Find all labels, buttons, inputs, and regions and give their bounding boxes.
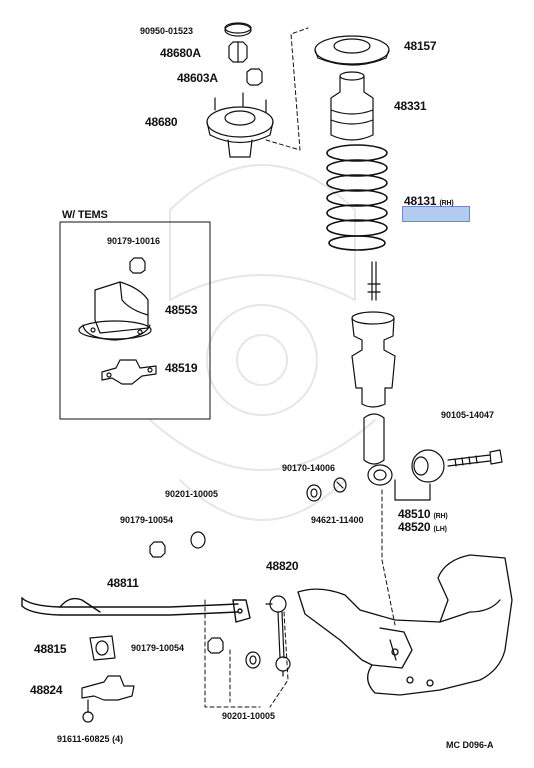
label-91611-60825-number: 91611-60825 [57,734,110,744]
nut-48603A [246,68,263,86]
watermark-logo [149,164,376,521]
bracket-48519 [101,359,157,385]
label-48131-number: 48131 [404,194,437,208]
lower-control-arm [297,554,513,696]
label-90950-01523[interactable]: 90950-01523 [140,26,194,36]
label-90201-10005-top[interactable]: 90201-10005 [165,489,219,499]
dashed-guide-lines [204,27,396,708]
label-48131[interactable]: 48131 (RH) [404,195,454,207]
nut-90179-10054-mid [207,637,224,654]
label-48510-number: 48510 [398,507,431,521]
nut-90170-14006 [306,484,322,502]
label-48510-side: (RH) [433,513,448,520]
label-90179-10054-mid[interactable]: 90179-10054 [131,643,185,653]
label-48820[interactable]: 48820 [266,559,299,573]
label-48680A[interactable]: 48680A [160,46,201,60]
stabilizer-link-48820 [265,595,291,677]
label-90179-10054-top[interactable]: 90179-10054 [120,515,174,525]
label-48824[interactable]: 48824 [30,683,63,697]
washer-94621-11400 [333,477,347,493]
tems-section-title: W/ TEMS [62,209,108,221]
washer-90950-01523 [224,22,252,37]
actuator-48553 [78,281,152,341]
bracket-48824 [81,675,135,701]
cushion-90201-10005-bot [245,651,261,669]
label-48510[interactable]: 48510 (RH) [398,508,448,520]
label-90201-10005-bot[interactable]: 90201-10005 [222,711,276,721]
bushing-48815 [89,635,116,661]
bolt-90105-14047 [447,449,503,467]
label-48331[interactable]: 48331 [394,99,427,113]
bushing-48510-48520 [394,449,445,501]
nut-90179-10016 [129,257,146,274]
label-48680[interactable]: 48680 [145,115,178,129]
label-48811[interactable]: 48811 [107,576,139,590]
label-90179-10016[interactable]: 90179-10016 [107,236,161,246]
spring-seat-48157 [314,35,390,66]
label-94621-11400[interactable]: 94621-11400 [311,515,364,525]
tems-box [59,221,211,420]
label-48520[interactable]: 48520 (LH) [398,521,447,533]
label-91611-60825-qty: (4) [112,734,124,744]
nut-48680A [228,41,248,63]
label-48157[interactable]: 48157 [404,39,437,53]
strut-48510 [351,261,396,486]
highlight-48131[interactable] [402,206,470,222]
coil-spring-48131 [326,144,388,251]
cushion-90201-10005-top [190,531,206,549]
nut-90179-10054-top [149,541,166,558]
label-48131-side: (RH) [439,200,454,207]
support-48680 [206,92,274,158]
bumper-48331 [330,71,374,141]
bolt-91611-60825 [82,699,94,723]
label-91611-60825[interactable]: 91611-60825 (4) [57,735,123,744]
label-48815[interactable]: 48815 [34,642,67,656]
label-48519[interactable]: 48519 [165,361,198,375]
footer-code: MC D096-A [446,740,494,750]
stabilizer-bar-48811 [21,597,251,623]
label-48553[interactable]: 48553 [165,303,198,317]
label-90170-14006[interactable]: 90170-14006 [282,463,336,473]
label-48520-side: (LH) [433,526,447,533]
label-48520-number: 48520 [398,520,431,534]
label-48603A[interactable]: 48603A [177,71,218,85]
label-90105-14047[interactable]: 90105-14047 [441,410,495,420]
